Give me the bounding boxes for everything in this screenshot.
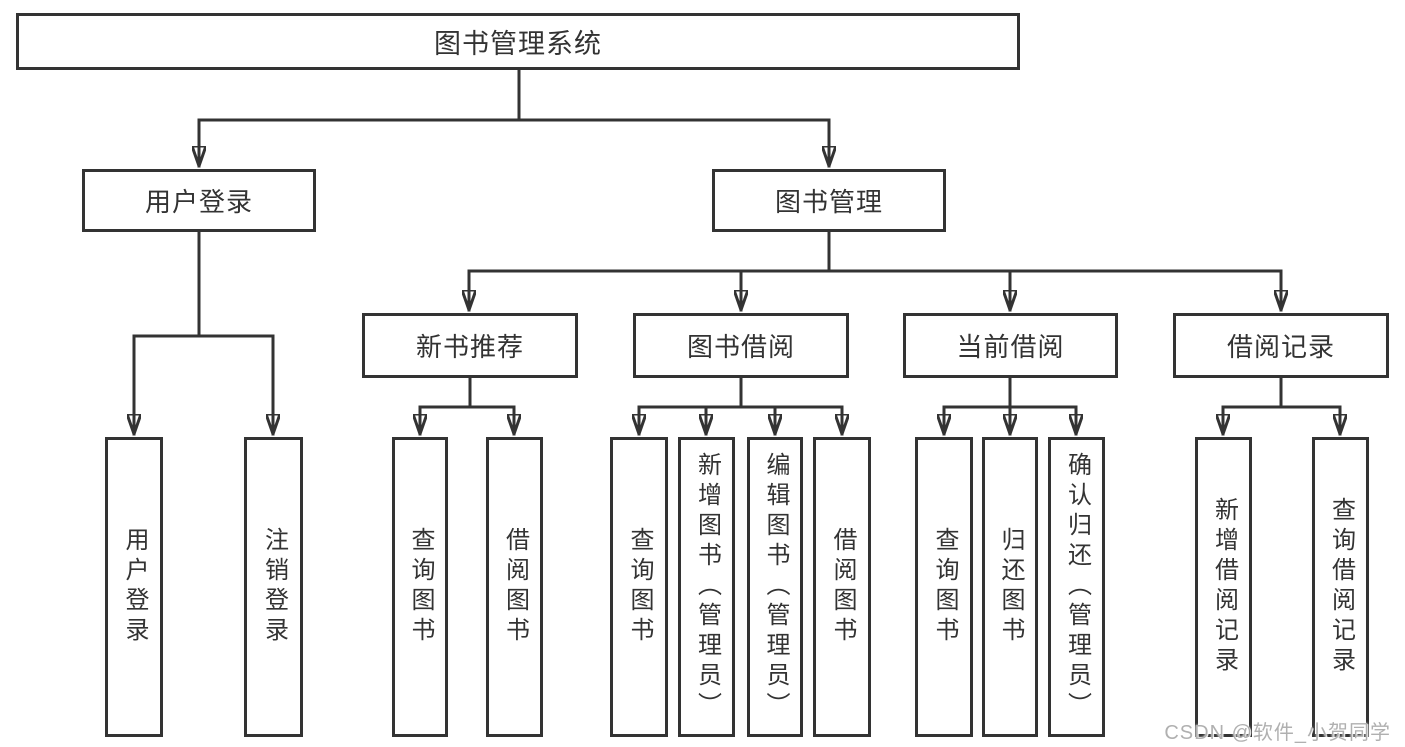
leaf-br-add-record: 新增借阅记录 (1195, 437, 1252, 737)
leaf-bb-borrow-books: 借阅图书 (813, 437, 871, 737)
node-current-borrow-label: 当前借阅 (956, 332, 1065, 362)
leaf-nb-borrow-books-label: 借阅图书 (501, 527, 529, 647)
leaf-br-add-record-label: 新增借阅记录 (1210, 497, 1238, 677)
leaf-bb-borrow-books-label: 借阅图书 (829, 527, 856, 647)
node-book-management: 图书管理 (712, 169, 946, 232)
node-borrow-records: 借阅记录 (1173, 313, 1389, 378)
node-library-system-label: 图书管理系统 (434, 29, 602, 59)
leaf-br-query-record-label: 查询借阅记录 (1327, 497, 1355, 677)
node-book-management-label: 图书管理 (774, 187, 883, 217)
leaf-cb-confirm-return-admin-label: 确认归还（管理员） (1063, 452, 1091, 722)
node-book-borrow-label: 图书借阅 (686, 332, 795, 362)
leaf-logout: 注销登录 (244, 437, 303, 737)
node-new-book-recommend: 新书推荐 (362, 313, 578, 378)
node-user-login-label: 用户登录 (144, 187, 253, 217)
leaf-bb-add-books-admin: 新增图书（管理员） (678, 437, 735, 737)
node-user-login: 用户登录 (82, 169, 316, 232)
leaf-cb-return-books: 归还图书 (982, 437, 1038, 737)
node-new-book-recommend-label: 新书推荐 (415, 332, 524, 362)
leaf-br-query-record: 查询借阅记录 (1312, 437, 1369, 737)
node-library-system: 图书管理系统 (16, 13, 1020, 70)
leaf-cb-return-books-label: 归还图书 (997, 527, 1024, 647)
leaf-user-login-label: 用户登录 (121, 527, 148, 647)
node-current-borrow: 当前借阅 (903, 313, 1118, 378)
leaf-bb-query-books: 查询图书 (610, 437, 668, 737)
leaf-bb-add-books-admin-label: 新增图书（管理员） (693, 452, 721, 722)
leaf-user-login: 用户登录 (105, 437, 163, 737)
node-borrow-records-label: 借阅记录 (1226, 332, 1335, 362)
leaf-cb-query-books: 查询图书 (915, 437, 973, 737)
leaf-nb-borrow-books: 借阅图书 (486, 437, 543, 737)
leaf-bb-query-books-label: 查询图书 (626, 527, 653, 647)
leaf-cb-confirm-return-admin: 确认归还（管理员） (1048, 437, 1105, 737)
node-book-borrow: 图书借阅 (633, 313, 849, 378)
leaf-nb-query-books-label: 查询图书 (407, 527, 434, 647)
leaf-bb-edit-books-admin-label: 编辑图书（管理员） (762, 452, 789, 722)
leaf-cb-query-books-label: 查询图书 (931, 527, 958, 647)
csdn-watermark: CSDN @软件_小贺同学 (1164, 722, 1391, 744)
leaf-nb-query-books: 查询图书 (392, 437, 448, 737)
leaf-logout-label: 注销登录 (260, 527, 288, 647)
leaf-bb-edit-books-admin: 编辑图书（管理员） (747, 437, 803, 737)
